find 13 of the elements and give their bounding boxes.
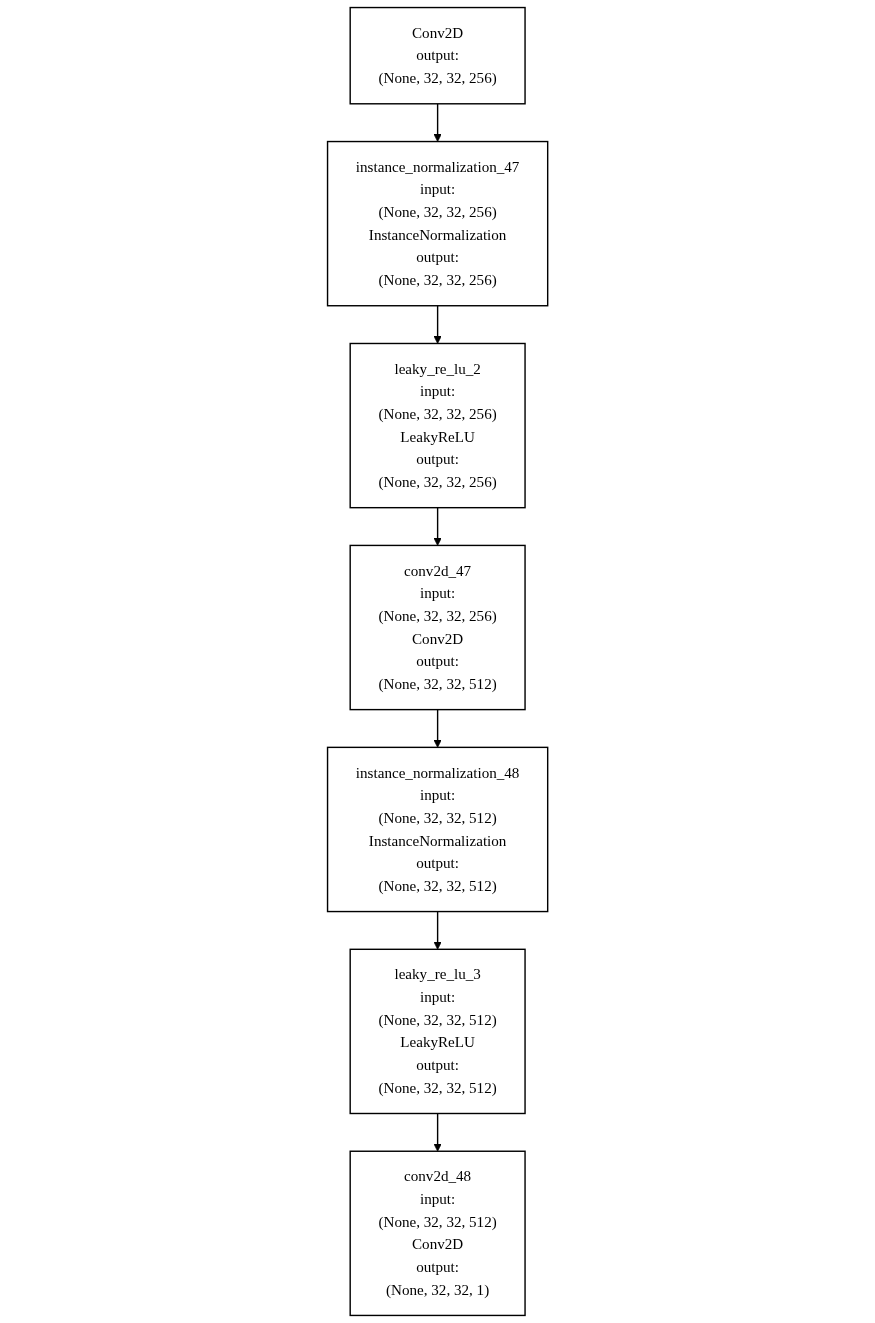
node-box: Conv2D output: (None, 32, 32, 256) xyxy=(349,6,526,105)
node-box: instance_normalization_48 input: (None, 32, 32, 512) InstanceNormalization output: (None, 32, 32, 512) xyxy=(326,746,549,913)
arrow xyxy=(433,910,442,950)
node-box: conv2d_47 input: (None, 32, 32, 256) Conv2D output: (None, 32, 32, 512) xyxy=(349,544,526,711)
arrow xyxy=(433,1112,442,1152)
node-box: leaky_re_lu_2 input: (None, 32, 32, 256) LeakyReLU output: (None, 32, 32, 256) xyxy=(349,342,526,509)
node-box: leaky_re_lu_3 input: (None, 32, 32, 512) LeakyReLU output: (None, 32, 32, 512) xyxy=(349,948,526,1115)
node-box: instance_normalization_47 input: (None, 32, 32, 256) InstanceNormalization output: (None, 32, 32, 256) xyxy=(326,140,549,307)
arrow xyxy=(433,103,442,142)
arrow xyxy=(433,708,442,748)
node-box: conv2d_48 input: (None, 32, 32, 512) Conv2D output: (None, 32, 32, 1) xyxy=(349,1150,526,1317)
arrow xyxy=(433,506,442,546)
arrow xyxy=(433,305,442,344)
